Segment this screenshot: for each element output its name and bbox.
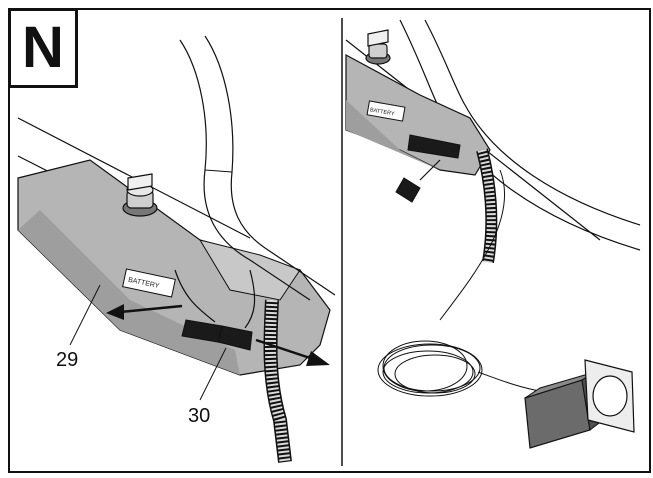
- connector-right-icon: [407, 134, 461, 159]
- plug-icon: [395, 159, 441, 203]
- callout-29: 29: [56, 349, 78, 371]
- handle-inner-left: [204, 35, 336, 296]
- key-switch-icon: [122, 173, 158, 217]
- figure-frame: [8, 8, 651, 473]
- callout-30: 30: [188, 405, 210, 427]
- battery-tag-left: BATTERY: [122, 268, 176, 298]
- connector-icon: [181, 319, 253, 351]
- battery-tag-right: BATTERY: [366, 100, 406, 122]
- left-wire-a: [174, 269, 216, 323]
- callout-leader-29: [69, 284, 101, 346]
- battery-tag-right-text: BATTERY: [369, 107, 395, 117]
- right-panel: BATTERY: [345, 19, 641, 449]
- section-letter-badge: N: [8, 8, 78, 88]
- wall-socket-icon: [584, 359, 635, 433]
- cable-coil: [377, 169, 546, 397]
- callout-leader-30: [199, 347, 227, 401]
- left-wire-b: [244, 269, 256, 329]
- left-panel: BATTERY 29 30: [17, 35, 336, 463]
- key-switch-right-icon: [365, 29, 391, 65]
- section-letter: N: [22, 15, 64, 80]
- arrow-right-icon: [255, 338, 330, 366]
- arrow-left-icon: [106, 304, 183, 320]
- handle-inner-right: [424, 19, 641, 226]
